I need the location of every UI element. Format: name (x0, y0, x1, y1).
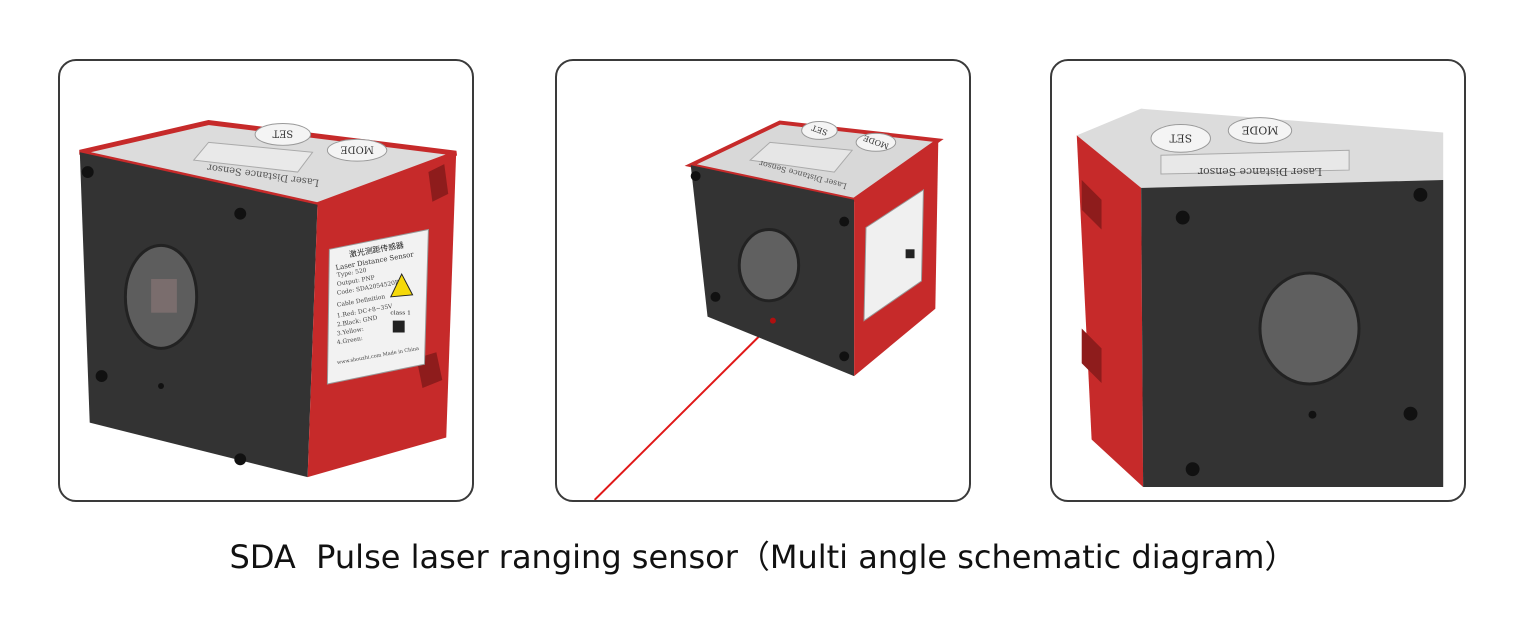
top-red-edge (684, 120, 944, 202)
top-face-text: Laser Distance Sensor (1197, 165, 1322, 178)
screw-hole (1413, 187, 1428, 202)
display-window (749, 141, 854, 173)
lens (737, 228, 801, 303)
front-face (79, 152, 318, 478)
screw-hole (234, 453, 247, 466)
screw-hole (1175, 210, 1190, 225)
mode-button (855, 132, 897, 152)
mode-button-label: MODE (1242, 123, 1279, 136)
product-image-panel-right: SET MODE Laser Distance Sensor (1050, 59, 1466, 502)
set-button (1150, 124, 1211, 153)
screw-hole (95, 370, 108, 383)
screw-hole (690, 171, 701, 181)
mount-hex (428, 164, 449, 202)
lens-inner (151, 279, 177, 313)
caption: SDA Pulse laser ranging sensor（Multi ang… (229, 538, 1297, 576)
screw-hole (839, 216, 850, 227)
screw-hole (1185, 462, 1200, 477)
display-window (192, 141, 314, 173)
sensor-side-label-illustration: SET MODE Laser Distance Sensor 激光测距传感器 L… (79, 120, 458, 478)
label-class-text: class 1 (390, 310, 411, 317)
laser-beam (593, 319, 776, 500)
screw-hole (81, 166, 94, 178)
product-label (863, 188, 924, 322)
screw-hole (1403, 406, 1418, 421)
product-label (326, 228, 429, 385)
display-window (1160, 149, 1350, 175)
laser-warning-icon (389, 272, 414, 298)
set-button (801, 121, 838, 140)
side-face (1076, 135, 1144, 487)
mode-button (326, 138, 388, 162)
screw-hole (234, 207, 247, 220)
sensor-front-view-illustration: SET MODE Laser Distance Sensor (1076, 108, 1444, 487)
label-line: 4.Green: (336, 335, 363, 346)
laser-aperture (769, 317, 776, 324)
product-image-panel-left: SET MODE Laser Distance Sensor 激光测距传感器 L… (58, 59, 474, 502)
set-button-label: SET (1169, 131, 1192, 144)
vent-slot (1081, 328, 1102, 384)
vent-slot (1081, 179, 1102, 230)
lens (1258, 271, 1361, 386)
mode-button (1227, 117, 1293, 144)
product-image-panel-center: SET MODE Laser Distance Sensor (555, 59, 971, 502)
screw-hole (839, 351, 850, 362)
label-line: 3.Yellow: (336, 326, 364, 338)
mode-button-label: MODE (340, 143, 373, 154)
qr-code-icon (905, 249, 915, 259)
laser-aperture (158, 383, 164, 389)
screw-hole (710, 291, 721, 302)
laser-aperture (1308, 410, 1317, 419)
sensor-laser-beam-illustration: SET MODE Laser Distance Sensor (593, 120, 944, 500)
set-button (254, 123, 312, 146)
qr-code-icon (392, 320, 405, 333)
set-button-label: SET (272, 127, 293, 138)
